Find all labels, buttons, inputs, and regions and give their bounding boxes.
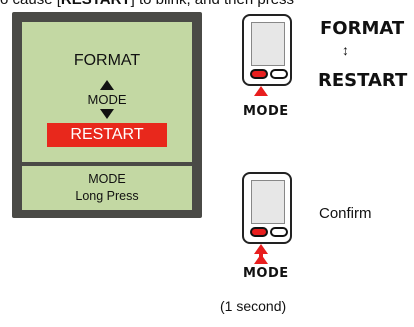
mode-button-left	[250, 69, 268, 79]
lcd-format-text: FORMAT	[73, 52, 141, 69]
step1-format-label: FORMAT	[320, 18, 405, 39]
press-arrow-icon-double	[254, 254, 268, 264]
triangle-down-icon	[100, 109, 114, 119]
press-arrow-icon	[254, 244, 268, 254]
lcd-panel: FORMAT MODE RESTART MODE Long Press	[12, 12, 202, 218]
mode-button-left	[250, 227, 268, 237]
instruction-bold-restart: RESTART	[61, 0, 131, 8]
button-right	[270, 69, 288, 79]
instruction-prefix: o cause [	[0, 0, 61, 8]
duration-note: (1 second)	[220, 298, 287, 314]
updown-arrow-icon: ↕	[342, 42, 349, 58]
step2-mode-label: MODE	[243, 266, 289, 281]
device-screen	[251, 22, 285, 66]
confirm-label: Confirm	[319, 205, 372, 222]
triangle-up-icon	[100, 80, 114, 90]
button-right	[270, 227, 288, 237]
device-screen	[251, 180, 285, 224]
device-step2	[242, 172, 292, 244]
instruction-text: o cause [RESTART] to blink, and then pre…	[0, 0, 414, 8]
press-arrow-icon	[254, 86, 268, 96]
instruction-suffix: ] to blink, and then press	[131, 0, 294, 8]
step1-restart-label: RESTART	[318, 70, 408, 91]
step1-mode-label: MODE	[243, 104, 289, 119]
lcd-footer-mode: MODE	[88, 172, 126, 186]
lcd-footer-long-press: Long Press	[75, 189, 139, 203]
lcd-screen: FORMAT MODE RESTART	[22, 22, 192, 162]
device-step1	[242, 14, 292, 86]
lcd-footer: MODE Long Press	[22, 166, 192, 210]
lcd-restart-highlight: RESTART	[47, 123, 167, 147]
lcd-mode-text: MODE	[87, 92, 127, 107]
